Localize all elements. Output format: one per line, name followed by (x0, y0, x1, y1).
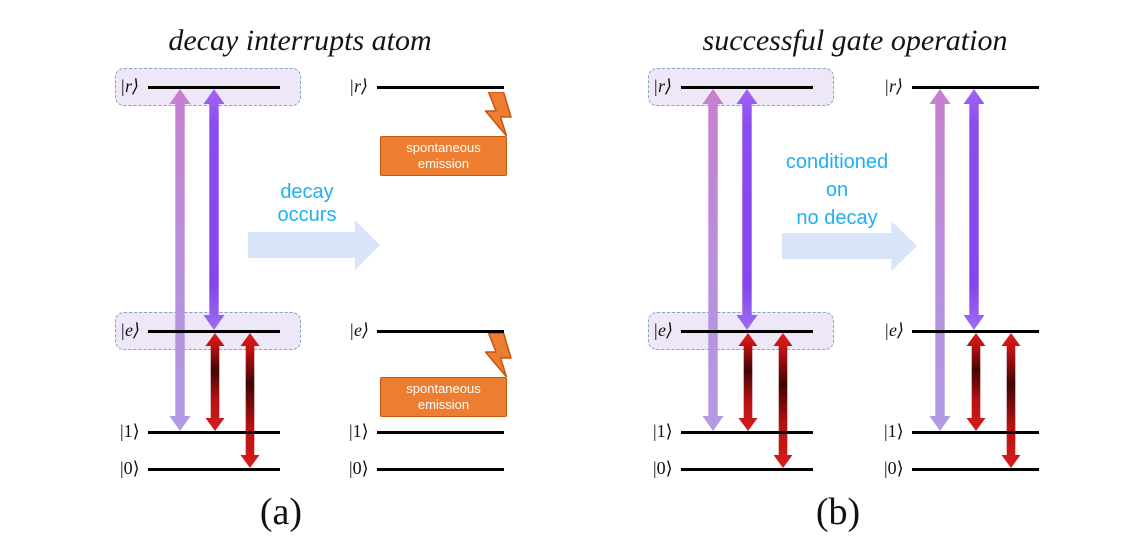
level-line-e (681, 330, 813, 333)
conditioned-line2: on (825, 179, 849, 201)
transition-arrow-0-to-e (240, 333, 260, 468)
level-line-0 (681, 468, 813, 471)
decay-occurs-line1: decay (280, 181, 334, 203)
level-line-e (377, 330, 504, 333)
transition-arrow-1-to-r (169, 89, 191, 431)
transition-arrow-1-to-e (205, 333, 225, 431)
panel-b-title: successful gate operation (702, 24, 1008, 57)
level-label-1: |1⟩ (653, 421, 673, 441)
level-line-r (912, 86, 1039, 89)
level-label-r: |r⟩ (653, 76, 672, 96)
transition-arrow-e-to-r (736, 89, 758, 330)
level-line-0 (912, 468, 1039, 471)
conditioned-line1: conditioned (785, 151, 889, 173)
level-line-e (148, 330, 280, 333)
level-label-r: |r⟩ (884, 76, 903, 96)
level-line-0 (377, 468, 504, 471)
panel-b-caption: (b) (815, 491, 861, 533)
decay-occurs-label: decay occurs (278, 181, 337, 227)
transition-arrow-0-to-e (773, 333, 793, 468)
transition-arrow-e-to-r (203, 89, 225, 330)
level-label-1: |1⟩ (884, 421, 904, 441)
level-line-1 (148, 431, 280, 434)
level-line-1 (912, 431, 1039, 434)
level-label-e: |e⟩ (120, 320, 140, 340)
level-line-r (377, 86, 504, 89)
lightning-bolt-icon (484, 92, 512, 136)
level-label-e: |e⟩ (653, 320, 673, 340)
level-line-r (681, 86, 813, 89)
decay-block-arrow (248, 220, 380, 270)
conditioned-no-decay-label: conditioned on no decay (786, 148, 888, 232)
level-label-r: |r⟩ (349, 76, 368, 96)
transition-arrow-e-to-r (963, 89, 985, 330)
level-line-0 (148, 468, 280, 471)
panel-a-caption: (a) (259, 491, 303, 533)
conditioned-line3: no decay (796, 207, 878, 229)
level-line-1 (681, 431, 813, 434)
transition-arrow-0-to-e (1001, 333, 1021, 468)
level-line-1 (377, 431, 504, 434)
transition-arrow-1-to-e (738, 333, 758, 431)
level-label-r: |r⟩ (120, 76, 139, 96)
transition-arrow-1-to-e (966, 333, 986, 431)
spontaneous-emission-box-e: spontaneous emission (380, 377, 507, 417)
level-label-e: |e⟩ (884, 320, 904, 340)
panel-a-title: decay interrupts atom (168, 24, 432, 57)
spontaneous-emission-box-r: spontaneous emission (380, 136, 507, 176)
level-line-r (148, 86, 280, 89)
level-label-0: |0⟩ (120, 458, 140, 478)
transition-arrow-1-to-r (702, 89, 724, 431)
lightning-bolt-icon (484, 333, 512, 377)
level-label-1: |1⟩ (120, 421, 140, 441)
level-line-e (912, 330, 1039, 333)
transition-arrow-1-to-r (929, 89, 951, 431)
level-label-0: |0⟩ (884, 458, 904, 478)
level-label-e: |e⟩ (349, 320, 369, 340)
level-label-0: |0⟩ (653, 458, 673, 478)
level-label-0: |0⟩ (349, 458, 369, 478)
level-label-1: |1⟩ (349, 421, 369, 441)
decay-occurs-line2: occurs (277, 204, 337, 226)
